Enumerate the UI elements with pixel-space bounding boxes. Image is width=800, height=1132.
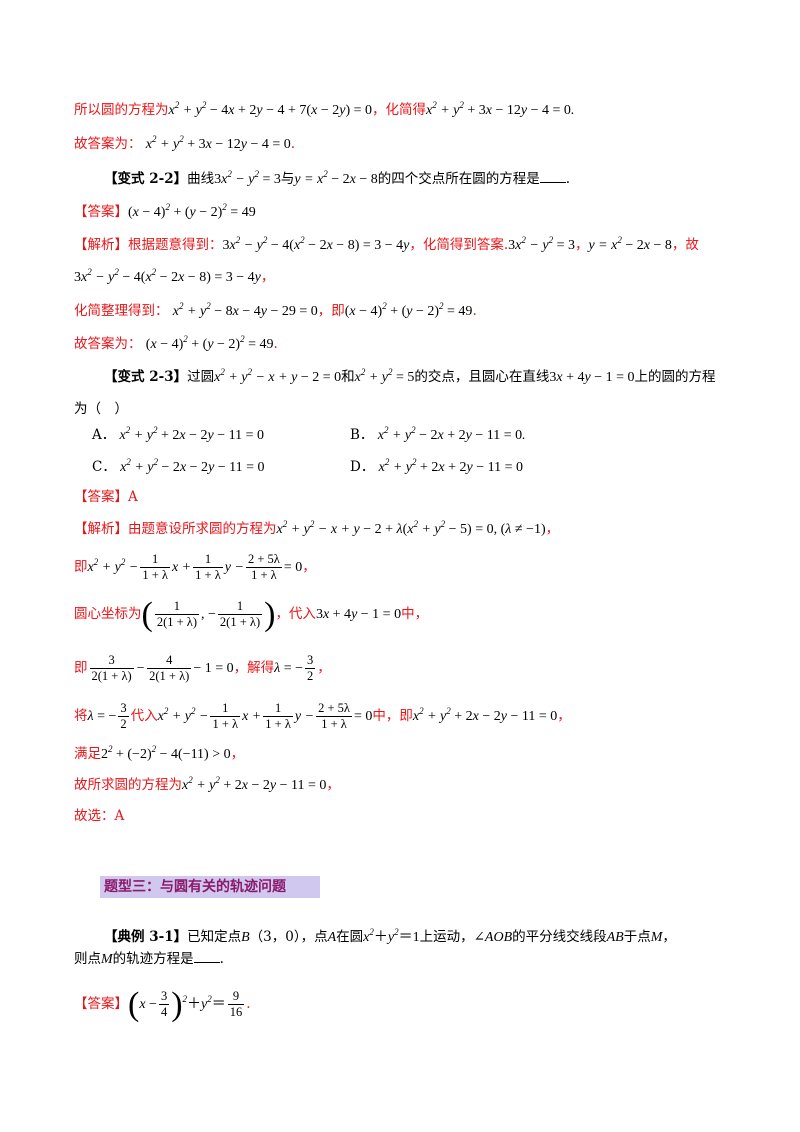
- section-title: 题型三：与圆有关的轨迹问题: [104, 879, 286, 895]
- section-header-background: [100, 876, 320, 898]
- variant-2-3-analysis: 【解析】由题意设所求圆的方程为x2 + y2 − x + y − 2 + λ(x…: [74, 519, 560, 538]
- formula: x2 + y2 + 2x + 2y − 11 = 0: [378, 457, 524, 476]
- text: ，化简得: [372, 102, 426, 118]
- formula: 3x2 − y2 = 3: [508, 235, 575, 254]
- answer-line: 故答案为： x2 + y2 + 3x − 12y − 4 = 0.: [74, 134, 296, 153]
- formula: x2 + y2 − 2x + 2y − 11 = 0: [377, 425, 523, 444]
- variant-2-2-simplify: 化简整理得到： x2 + y2 − 8x − 4y − 29 = 0，即(x −…: [74, 301, 477, 320]
- variant-2-2-answer: 【答案】(x − 4)2 + (y − 2)2 = 49: [74, 202, 256, 221]
- variant-2-2-analysis: 【解析】根据题意得到：3x2 − y2 − 4(x2 − 2x − 8) = 3…: [74, 235, 699, 254]
- example-tag: 【典例 3-1】: [104, 929, 188, 945]
- variant-2-2-final: 故答案为： (x − 4)2 + (y − 2)2 = 49.: [74, 334, 278, 353]
- option-b[interactable]: B． x2 + y2 − 2x + 2y − 11 = 0.: [350, 425, 526, 444]
- variant-tag: 【变式 2-2】: [104, 171, 188, 187]
- analysis-line-7: 故所求圆的方程为x2 + y2 + 2x − 2y − 11 = 0，: [74, 775, 340, 794]
- answer-blank: [193, 950, 220, 963]
- formula: (x − 4)2 + (y − 2)2 = 49: [128, 202, 256, 221]
- variant-tag: 【变式 2-3】: [104, 369, 188, 385]
- formula: x2 + y2 + 2x − 2y − 11 = 0: [119, 425, 264, 444]
- example-3-1-question-cont: 则点M的轨迹方程是.: [74, 950, 224, 967]
- formula: x2 + y2 = 5: [354, 367, 415, 386]
- option-d[interactable]: D． x2 + y2 + 2x + 2y − 11 = 0: [350, 457, 524, 476]
- formula: 3x2 − y2 = 3: [214, 169, 281, 188]
- formula: 3x2 − y2 − 4(x2 − 2x − 8) = 3 − 4y: [222, 235, 410, 254]
- formula: x2 + y2 − 4x + 2y − 4 + 7(x − 2y) = 0: [168, 100, 373, 119]
- variant-2-2-analysis-cont: 3x2 − y2 − 4(x2 − 2x − 8) = 3 − 4y，: [74, 267, 275, 286]
- variant-2-3-question-cont: 为（ ）: [74, 401, 128, 417]
- formula: x2 + y2 − x + y − 2 = 0: [214, 367, 342, 386]
- variant-2-3-question: 【变式 2-3】过圆x2 + y2 − x + y − 2 = 0和x2 + y…: [104, 367, 716, 386]
- variant-2-3-answer: 【答案】A: [74, 489, 138, 505]
- analysis-line-8: 故选：A: [74, 808, 125, 824]
- formula: x2 + y2 + 3x − 12y − 4 = 0: [426, 100, 571, 119]
- formula: 3x + 4y − 1 = 0: [549, 370, 635, 385]
- formula: x2 + y2 − 8x − 4y − 29 = 0: [172, 301, 318, 320]
- option-a[interactable]: A． x2 + y2 + 2x − 2y − 11 = 0: [92, 425, 264, 444]
- formula: x2 + y2 − 2x − 2y − 11 = 0: [120, 457, 265, 476]
- formula: (x − 4)2 + (y − 2)2 = 49: [344, 301, 473, 320]
- example-3-1-question: 【典例 3-1】已知定点B（3，0），点A在圆x2＋y2＝1上运动，∠AOB的平…: [104, 927, 676, 946]
- formula: x2 + y2 − x + y − 2 + λ(x2 + y2 − 5) = 0…: [276, 519, 546, 538]
- formula: x2 + y2 + 2x − 2y − 11 = 0: [182, 775, 327, 794]
- analysis-line-6: 满足22 + (−2)2 − 4(−11) > 0，: [74, 744, 245, 763]
- formula: 22 + (−2)2 − 4(−11) > 0: [101, 744, 231, 763]
- formula: x2＋y2＝1: [363, 927, 420, 946]
- formula: y = x2 − 2x − 8: [588, 235, 672, 254]
- option-c[interactable]: C． x2 + y2 − 2x − 2y − 11 = 0: [92, 457, 265, 476]
- formula: 3x2 − y2 − 4(x2 − 2x − 8) = 3 − 4y: [74, 267, 261, 286]
- formula: 3x + 4y − 1 = 0: [315, 607, 402, 622]
- variant-2-2-question: 【变式 2-2】曲线3x2 − y2 = 3与y = x2 − 2x − 8的四…: [104, 169, 571, 188]
- formula: (x − 4)2 + (y − 2)2 = 49: [145, 334, 274, 353]
- answer-blank: [539, 170, 566, 183]
- formula: y = x2 − 2x − 8: [294, 169, 378, 188]
- text: 所以圆的方程为: [74, 102, 169, 118]
- formula: x2 + y2 + 3x − 12y − 4 = 0: [145, 134, 291, 153]
- circle-equation-line: 所以圆的方程为x2 + y2 − 4x + 2y − 4 + 7(x − 2y)…: [74, 100, 575, 119]
- formula: x2 + y2 + 2x − 2y − 11 = 0: [412, 706, 558, 725]
- text: 故答案为：: [74, 136, 142, 152]
